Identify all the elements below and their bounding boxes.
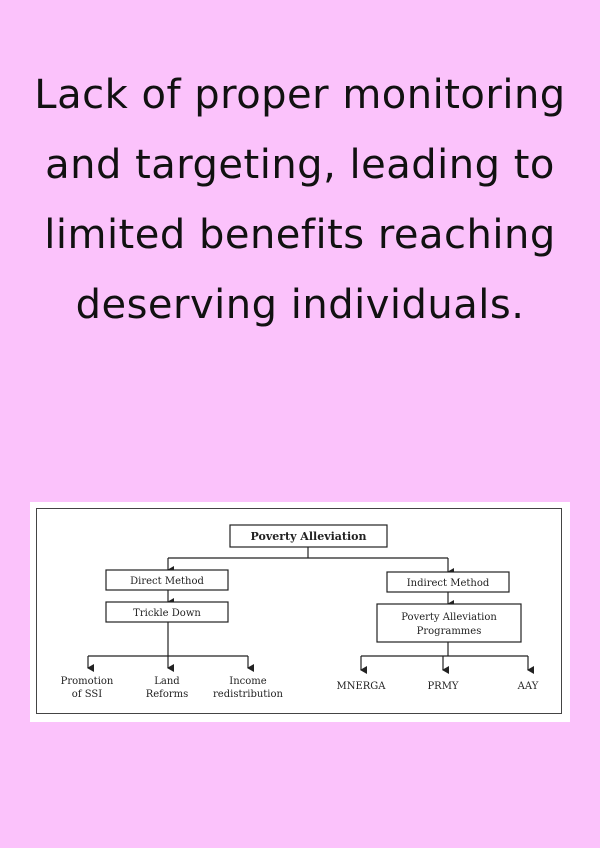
leaf-promotion-ssi-line1: Promotion	[61, 676, 114, 687]
node-direct-method-label: Direct Method	[130, 576, 204, 587]
leaf-promotion-ssi: Promotion of SSI	[61, 676, 114, 700]
leaf-mnerga: MNERGA	[336, 681, 386, 692]
node-poverty-alleviation: Poverty Alleviation	[229, 524, 388, 548]
node-poverty-alleviation-programmes: Poverty Alleviation Programmes	[376, 603, 522, 643]
flowchart: Poverty Alleviation Direct Method Trickl…	[61, 524, 539, 700]
headline: Lack of proper monitoring and targeting,…	[34, 72, 566, 328]
node-trickle-down-label: Trickle Down	[133, 608, 201, 619]
leaf-income-redistribution-line1: Income	[229, 676, 266, 687]
node-trickle-down: Trickle Down	[105, 601, 229, 623]
node-programmes-line2: Programmes	[417, 626, 482, 637]
leaf-prmy: PRMY	[427, 681, 458, 692]
leaf-promotion-ssi-line2: of SSI	[72, 689, 102, 700]
node-programmes-line1: Poverty Alleviation	[401, 612, 497, 623]
leaf-income-redistribution-line2: redistribution	[213, 689, 284, 700]
connectors	[87, 547, 534, 674]
leaf-land-reforms: Land Reforms	[146, 676, 189, 700]
node-indirect-method-label: Indirect Method	[407, 578, 490, 589]
node-poverty-alleviation-label: Poverty Alleviation	[251, 530, 367, 543]
leaf-land-reforms-line2: Reforms	[146, 689, 189, 700]
node-direct-method: Direct Method	[105, 569, 229, 591]
leaf-aay: AAY	[517, 681, 539, 692]
node-indirect-method: Indirect Method	[386, 571, 510, 593]
leaf-income-redistribution: Income redistribution	[213, 676, 284, 700]
leaf-land-reforms-line1: Land	[154, 676, 180, 687]
diagram-frame	[36, 508, 562, 714]
diagram-card: Poverty Alleviation Direct Method Trickl…	[30, 502, 570, 722]
